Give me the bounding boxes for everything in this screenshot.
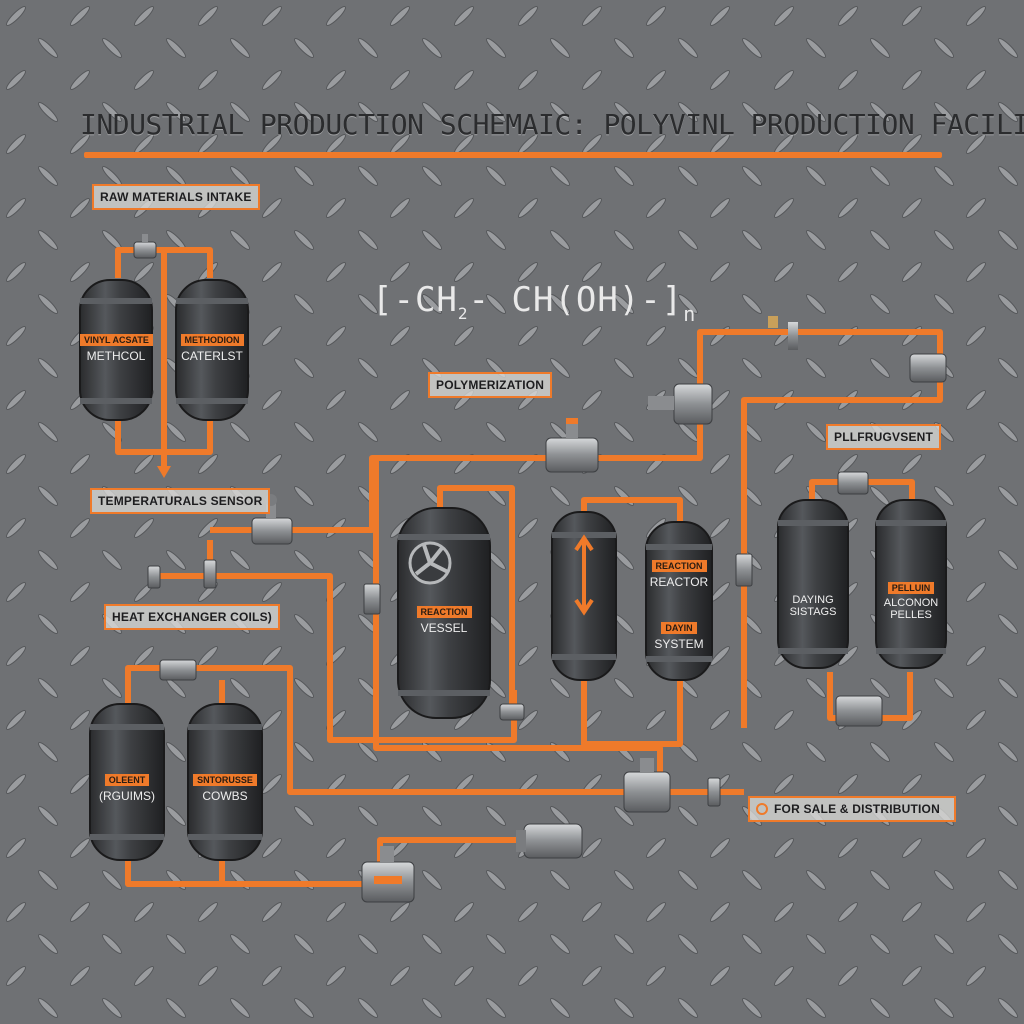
tank-name: COWBS [202,789,248,803]
pipe-reactor-return [581,680,683,747]
valve-icon[interactable] [648,383,713,425]
tank-reactor-tall [551,511,617,681]
tank-label-catalyst: METHODION CATERLST [176,330,248,363]
tank-tag: REACTION [651,560,707,572]
tank-tag: REACTION [416,606,472,618]
chemical-formula: [-CH2- CH(OH)-]n [372,280,696,326]
tank-name: SYSTEM [654,637,704,651]
tank-label-solvent: OLEENT (RGUIMS) [90,770,164,803]
tag-temperature-sensor: TEMPERATURALS SENSOR [90,488,271,514]
tank-tag: PELLUIN [887,582,935,594]
tank-label-condenser: SNTORUSSE COWBS [188,770,262,803]
valve-icon[interactable] [159,659,197,681]
tank-name: DAYING SISTAGS [789,594,837,618]
tag-heat-exchanger: HEAT EXCHANGER COILS) [104,604,280,630]
valve-icon[interactable] [768,316,798,350]
tank-label-drying-system: DAYIN SYSTEM [646,618,712,651]
pipe-vessel-top [437,485,515,712]
level-arrow-icon [574,534,594,616]
valve-icon[interactable] [837,471,869,495]
valve-icon[interactable] [909,353,947,383]
tank-tag: SNTORUSSE [193,774,257,786]
flow-arrow-down [157,466,171,478]
valve-icon[interactable] [133,234,157,259]
valve-icon[interactable] [735,553,753,587]
valve-icon[interactable] [203,559,217,589]
pipe-solvent-loop [125,665,744,795]
tag-purification: PLLFRUGVSENT [826,424,942,450]
tank-label-reactor: REACTION REACTOR [646,556,712,589]
tank-label-reaction-vessel: REACTION VESSEL [398,602,490,635]
valve-icon[interactable] [147,565,161,589]
pipe-reactor-top [581,497,683,524]
tank-label-pellets: PELLUIN ALCONON PELLES [876,578,946,621]
tag-polymerization: POLYMERIZATION [428,372,553,398]
tank-tag: OLEENT [104,774,150,786]
pump-icon[interactable] [516,823,583,859]
tank-tag: DAYIN [661,622,697,634]
title-underline [84,152,942,158]
valve-icon[interactable] [361,846,415,903]
valve-icon[interactable] [499,703,525,721]
pipe-heat-exchanger [160,573,517,743]
tank-name: CATERLST [181,349,243,363]
tag-raw-materials: RAW MATERIALS INTAKE [92,184,260,210]
tank-tag: METHODION [180,334,244,346]
tank-drying-stages [777,499,849,669]
tank-name: METHCOL [86,349,146,363]
pipe-temperature [210,329,943,728]
formula-part-1: [-CH [372,280,458,320]
tank-tag: VINYL ACSATE [80,334,153,346]
tank-name: REACTOR [649,575,709,589]
tank-label-drying-stages: DAYING SISTAGS [778,594,848,618]
tank-label-vinyl-acetate: VINYL ACSATE METHCOL [80,330,153,363]
valve-icon[interactable] [545,418,599,473]
tank-name: ALCONON PELLES [883,597,939,621]
page-title: INDUSTRIAL PRODUCTION SCHEMAIC: POLYVINL… [80,108,1024,141]
tank-name: VESSEL [420,621,468,635]
valve-icon[interactable] [707,777,721,807]
valve-icon[interactable] [363,583,381,615]
tank-vinyl-acetate [79,279,153,421]
valve-icon[interactable] [835,695,883,727]
formula-n: n [683,302,697,326]
formula-subscript: 2 [457,303,469,323]
tank-catalyst [175,279,249,421]
tag-for-sale: FOR SALE & DISTRIBUTION [748,796,956,822]
tank-reactor [645,521,713,681]
valves [133,234,947,903]
formula-part-2: - CH(OH)-] [468,280,684,320]
tank-name: (RGUIMS) [99,789,155,803]
valve-icon[interactable] [623,758,671,813]
